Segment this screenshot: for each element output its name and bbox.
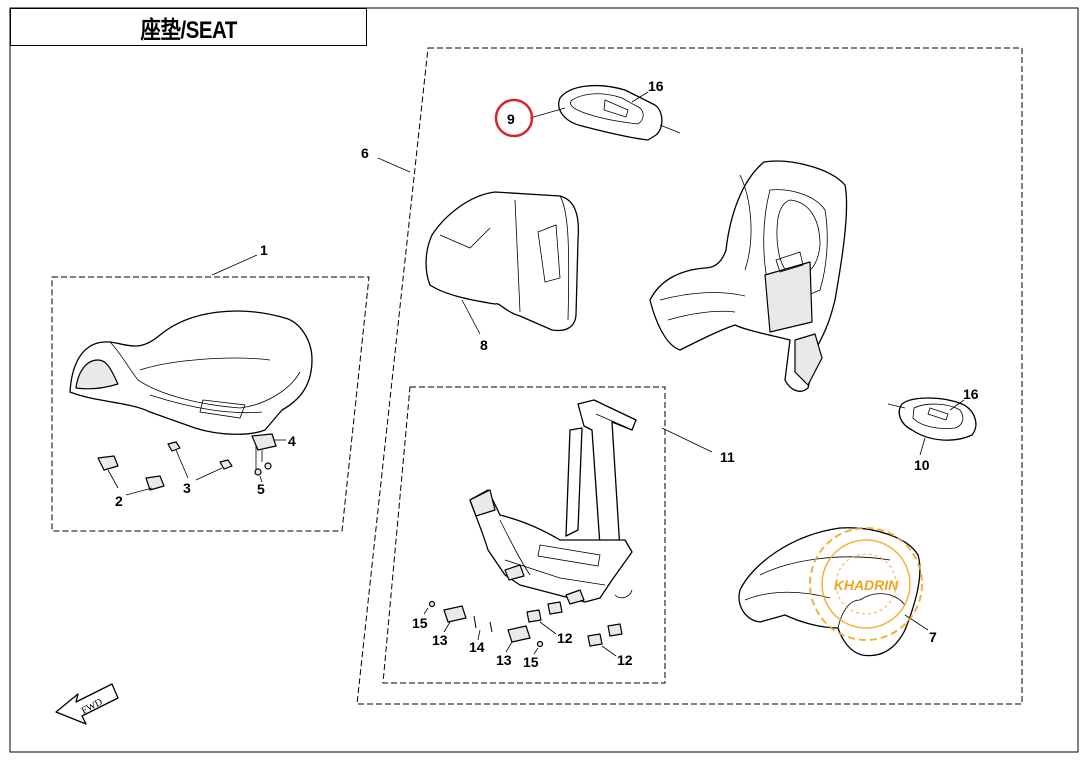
leader-handle-lower-stub	[887, 403, 906, 409]
callout-9: 9	[507, 111, 515, 127]
callout-10: 10	[914, 457, 930, 473]
handle-upper	[558, 84, 663, 141]
group-box-seat	[51, 276, 370, 532]
seat-nut	[167, 441, 233, 470]
handle-lower	[898, 397, 977, 441]
callout-13: 13	[432, 632, 448, 648]
leader-14	[477, 629, 481, 641]
callout-16: 16	[648, 78, 664, 94]
group-box-backrest	[356, 47, 1023, 705]
page-title: 座垫/SEAT	[140, 16, 237, 44]
backrest-shell	[649, 160, 848, 392]
leader-15b	[533, 647, 539, 655]
callout-1: 1	[260, 242, 268, 258]
callout-7: 7	[929, 629, 937, 645]
callout-16: 16	[963, 386, 979, 402]
frame-pin	[473, 615, 493, 633]
seat-frame	[469, 399, 637, 605]
leader-8	[461, 299, 481, 335]
seat-clip	[97, 455, 165, 491]
leader-16a	[631, 91, 649, 103]
callout-5: 5	[257, 481, 265, 497]
fwd-arrow-icon	[55, 683, 119, 725]
leader-13a	[443, 621, 451, 633]
leader-2b	[125, 487, 153, 496]
leader-15a	[423, 607, 429, 615]
callout-4: 4	[288, 433, 296, 449]
callout-12: 12	[617, 652, 633, 668]
watermark-logo	[809, 527, 923, 641]
leader-10	[919, 437, 926, 456]
leader-7	[904, 614, 929, 631]
frame-grommet	[526, 601, 623, 647]
leader-11	[661, 427, 713, 453]
leader-handle-stub	[659, 124, 681, 134]
title-box: 座垫/SEAT	[10, 8, 367, 46]
callout-3: 3	[183, 480, 191, 496]
seat-screw	[254, 462, 272, 476]
callout-15: 15	[523, 654, 539, 670]
callout-15: 15	[412, 615, 428, 631]
frame-bracket	[443, 605, 531, 643]
leader-12b	[601, 645, 617, 657]
leader-9	[529, 107, 566, 119]
leader-3a	[175, 449, 189, 479]
leader-13b	[505, 641, 513, 653]
callout-11: 11	[720, 449, 735, 465]
frame-bolt	[428, 600, 544, 648]
callout-2: 2	[115, 493, 123, 509]
callout-13: 13	[496, 652, 512, 668]
leader-3b	[195, 467, 223, 481]
leader-2a	[107, 469, 119, 489]
back-cover	[738, 527, 921, 657]
callout-6: 6	[361, 145, 369, 161]
callout-14: 14	[469, 639, 485, 655]
watermark-text: KHADRIN	[834, 577, 899, 593]
seat-cushion	[69, 310, 313, 435]
highlight-circle-9	[494, 98, 534, 138]
outer-frame	[9, 7, 1079, 753]
seat-latch	[251, 433, 277, 470]
backrest-pad	[425, 191, 580, 332]
leader-1	[211, 254, 258, 276]
callout-12: 12	[557, 630, 573, 646]
callout-8: 8	[480, 337, 488, 353]
leader-5	[259, 475, 263, 483]
leader-16b	[949, 399, 965, 411]
group-box-frame	[382, 386, 666, 684]
leader-12a	[539, 621, 557, 635]
leader-6	[377, 157, 411, 173]
